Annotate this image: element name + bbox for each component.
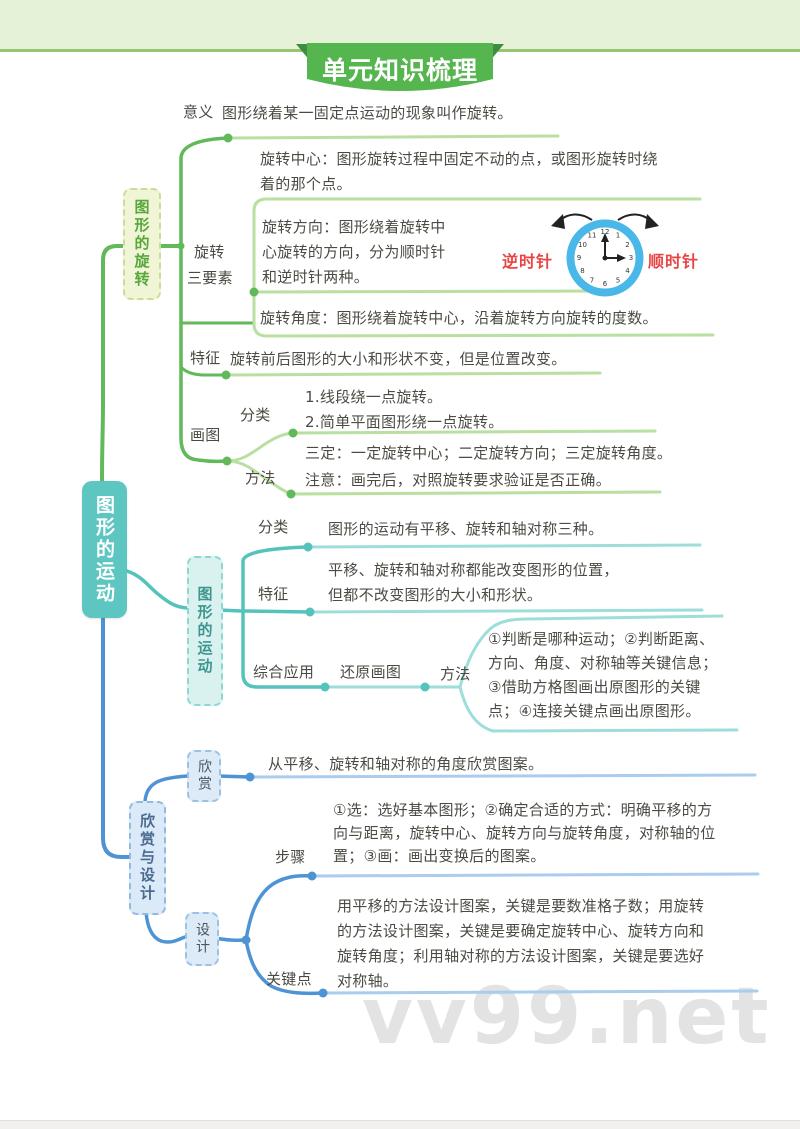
- steps-label: 步骤: [275, 848, 306, 866]
- movement-class-text: 图形的运动有平移、旋转和轴对称三种。: [328, 520, 604, 538]
- rotation-branch-dots: [177, 133, 298, 499]
- movement-class-label: 分类: [258, 518, 289, 536]
- draw-method-line1: 三定：一定旋转中心；二定旋转方向；三定旋转角度。: [305, 444, 673, 462]
- movement-method-text: ①判断是哪种运动；②判断距离、方向、角度、对称轴等关键信息；③借助方格图画出原图…: [488, 630, 718, 720]
- movement-feature-label: 特征: [258, 585, 289, 603]
- clock-number: 12: [601, 228, 610, 236]
- rotation-feature-label: 特征: [190, 349, 221, 367]
- banner-title: 单元知识梳理: [321, 56, 478, 85]
- draw-class-item1: 1.线段绕一点旋转。: [305, 388, 443, 406]
- clock-number: 4: [625, 267, 630, 275]
- rotation-center-text: 旋转中心：图形旋转过程中固定不动的点，或图形旋转时绕着的那个点。: [260, 150, 658, 193]
- three-elements-label-line2: 三要素: [187, 269, 233, 287]
- counterclockwise-arrow-icon: [551, 213, 593, 229]
- restore-label: 还原画图: [340, 663, 402, 681]
- design-branch-trunk: [101, 616, 325, 996]
- banner-ribbon: [296, 43, 504, 91]
- rotation-branch-trunk: [100, 136, 254, 483]
- draw-method-label: 方法: [245, 469, 276, 487]
- steps-text: ①选：选好基本图形；②确定合适的方式：明确平移的方向与距离，旋转中心、旋转方向与…: [333, 801, 716, 865]
- draw-method-line2: 注意：画完后，对照旋转要求验证是否正确。: [305, 471, 612, 489]
- movement-branch-trunk: [125, 545, 327, 689]
- clock-number: 7: [590, 277, 594, 285]
- draw-class-item2: 2.简单平面图形绕一点旋转。: [305, 413, 504, 431]
- appreciate-node: 欣赏: [187, 750, 221, 802]
- clock-number: 5: [616, 277, 620, 285]
- rotation-feature-text: 旋转前后图形的大小和形状不变，但是位置改变。: [230, 350, 567, 368]
- bottom-page-edge: [0, 1120, 800, 1129]
- clockwise-label: 顺时针: [648, 252, 700, 271]
- design-node: 设计: [185, 912, 219, 966]
- applied-label: 综合应用: [253, 663, 315, 681]
- watermark: vv99.net: [362, 972, 772, 1062]
- clock-illustration: 12 1 2 3 4 5 6 7 8 9 10 11: [551, 213, 659, 297]
- clock-number: 11: [588, 232, 597, 240]
- draw-class-label: 分类: [240, 406, 271, 424]
- movement-feature-text: 平移、旋转和轴对称都能改变图形的位置，但都不改变图形的大小和形状。: [328, 561, 619, 604]
- rotation-branch-node: 图形的旋转: [123, 188, 161, 300]
- root-node: 图形的运动: [82, 481, 127, 618]
- clock-number: 8: [580, 267, 584, 275]
- draw-label: 画图: [190, 426, 221, 444]
- rotation-branch-underlines: [224, 134, 715, 496]
- clock-number: 3: [629, 254, 633, 262]
- movement-branch-dots: [303, 542, 430, 692]
- rotation-direction-text: 旋转方向：图形绕着旋转中心旋转的方向，分为顺时针和逆时针两种。: [262, 218, 446, 286]
- clock-hands: [601, 233, 626, 262]
- counterclockwise-label: 逆时针: [502, 252, 554, 271]
- clock-number: 10: [578, 241, 587, 249]
- clock-number: 9: [577, 254, 581, 262]
- rotation-angle-text: 旋转角度：图形绕着旋转中心，沿着旋转方向旋转的度数。: [260, 309, 658, 327]
- meaning-text: 图形绕着某一固定点运动的现象叫作旋转。: [222, 104, 513, 122]
- movement-branch-underlines: [306, 543, 739, 733]
- clock-number: 6: [603, 280, 608, 288]
- meaning-label: 意义: [183, 103, 214, 121]
- design-branch-node: 欣赏与设计: [129, 801, 166, 915]
- clockwise-arrow-icon: [617, 213, 659, 229]
- design-branch-dots: [241, 772, 328, 998]
- movement-method-label: 方法: [440, 665, 471, 683]
- three-elements-label-line1: 旋转: [194, 243, 225, 261]
- keypoints-text: 用平移的方法设计图案，关键是要数准格子数；用旋转的方法设计图案，关键是要确定旋转…: [337, 897, 705, 990]
- design-branch-underlines: [248, 773, 760, 995]
- clock-number: 2: [625, 241, 629, 249]
- clock-number: 1: [616, 232, 620, 240]
- keypoints-label: 关键点: [266, 970, 312, 988]
- appreciate-text: 从平移、旋转和轴对称的角度欣赏图案。: [268, 755, 544, 773]
- movement-branch-node: 图形的运动: [187, 556, 223, 706]
